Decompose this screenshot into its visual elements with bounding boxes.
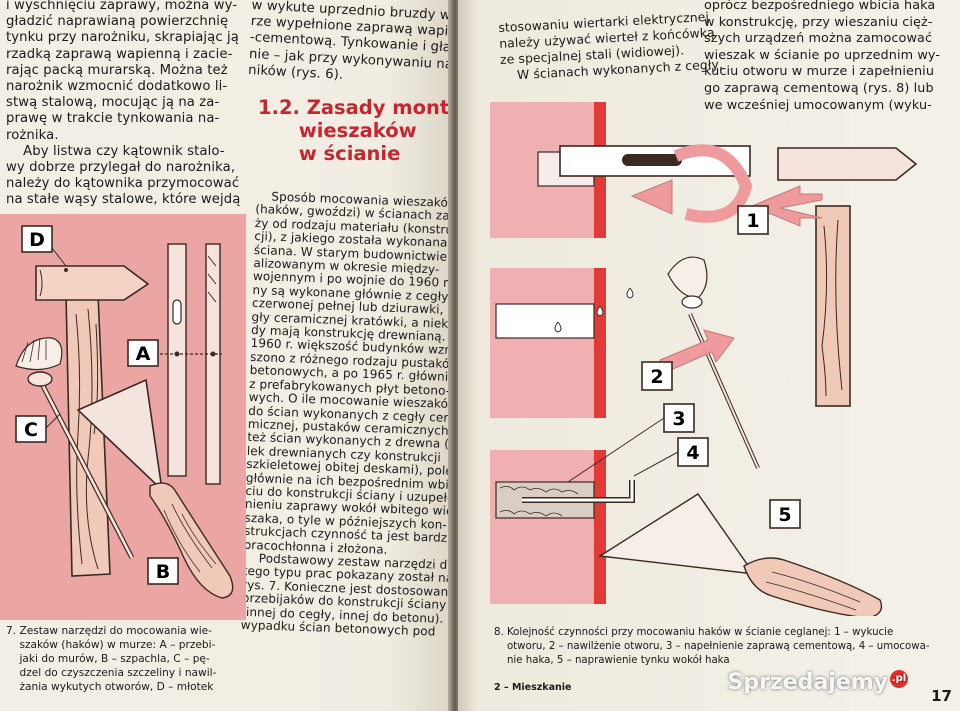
left-page: i wyschnięciu zaprawy, można wy- gładzić… <box>0 0 452 711</box>
page-footer: 2 – Mieszkanie <box>494 682 572 693</box>
hammer-head-step-1 <box>777 147 918 181</box>
step-label-1: 1 <box>737 205 769 235</box>
section-heading: 1.2. Zasady montowania wieszaków w ścian… <box>258 96 452 165</box>
step-label-4: 4 <box>677 437 709 467</box>
svg-text:D: D <box>29 229 45 251</box>
step-label-3: 3 <box>663 403 695 433</box>
svg-text:C: C <box>24 419 38 441</box>
right-page: stosowaniu wiertarki elektrycznej należy… <box>458 0 960 711</box>
label-a: A <box>127 339 159 367</box>
svg-text:B: B <box>156 561 170 583</box>
figure-7-tools: D A C B <box>0 214 246 620</box>
right-col1-top-text: stosowaniu wiertarki elektrycznej należy… <box>498 8 724 83</box>
trowel-handle <box>149 482 234 599</box>
watermark-badge: .pl <box>890 670 908 688</box>
chisel-2 <box>205 243 221 485</box>
svg-text:1: 1 <box>746 210 759 232</box>
chisel-1 <box>167 243 187 477</box>
rotation-arrow <box>673 144 753 223</box>
svg-text:4: 4 <box>686 442 699 464</box>
step-label-5: 5 <box>769 499 801 529</box>
label-d: D <box>21 225 53 253</box>
figure-8-caption: 8. Kolejność czynności przy mocowaniu ha… <box>494 627 930 666</box>
trowel-blade <box>76 378 164 493</box>
right-col2-top-text: oprócz bezpośredniego wbicia haka w kons… <box>704 0 941 113</box>
svg-text:3: 3 <box>672 408 685 430</box>
watermark-text: Sprzedajemy <box>727 670 889 695</box>
wall-step-2 <box>490 268 594 418</box>
left-col2-body-text: Sposób mocowania wieszaków (haków, gwoźd… <box>240 189 452 639</box>
left-col2-top-text: w wykute uprzednio bruzdy w mu- rze wype… <box>247 0 452 83</box>
brush-step-2 <box>667 256 708 299</box>
svg-text:2: 2 <box>650 366 663 388</box>
wall-step-3-5 <box>490 450 594 604</box>
label-b: B <box>147 557 179 585</box>
figure-7-caption: 7. Zestaw narzędzi do mocowania wie- sza… <box>6 625 217 693</box>
step-label-2: 2 <box>641 361 673 391</box>
hammer-handle-step-1 <box>815 205 851 407</box>
svg-text:5: 5 <box>778 504 791 526</box>
hammer-head <box>35 265 150 301</box>
figure-8-steps: 1 2 <box>490 102 918 616</box>
svg-text:A: A <box>136 343 151 365</box>
left-col1-top-text: i wyschnięciu zaprawy, można wy- gładzić… <box>6 0 241 208</box>
trowel-step-5 <box>597 493 756 575</box>
page-number: 17 <box>931 687 952 705</box>
label-c: C <box>15 415 47 443</box>
watermark: Sprzedajemy.pl <box>727 670 908 695</box>
